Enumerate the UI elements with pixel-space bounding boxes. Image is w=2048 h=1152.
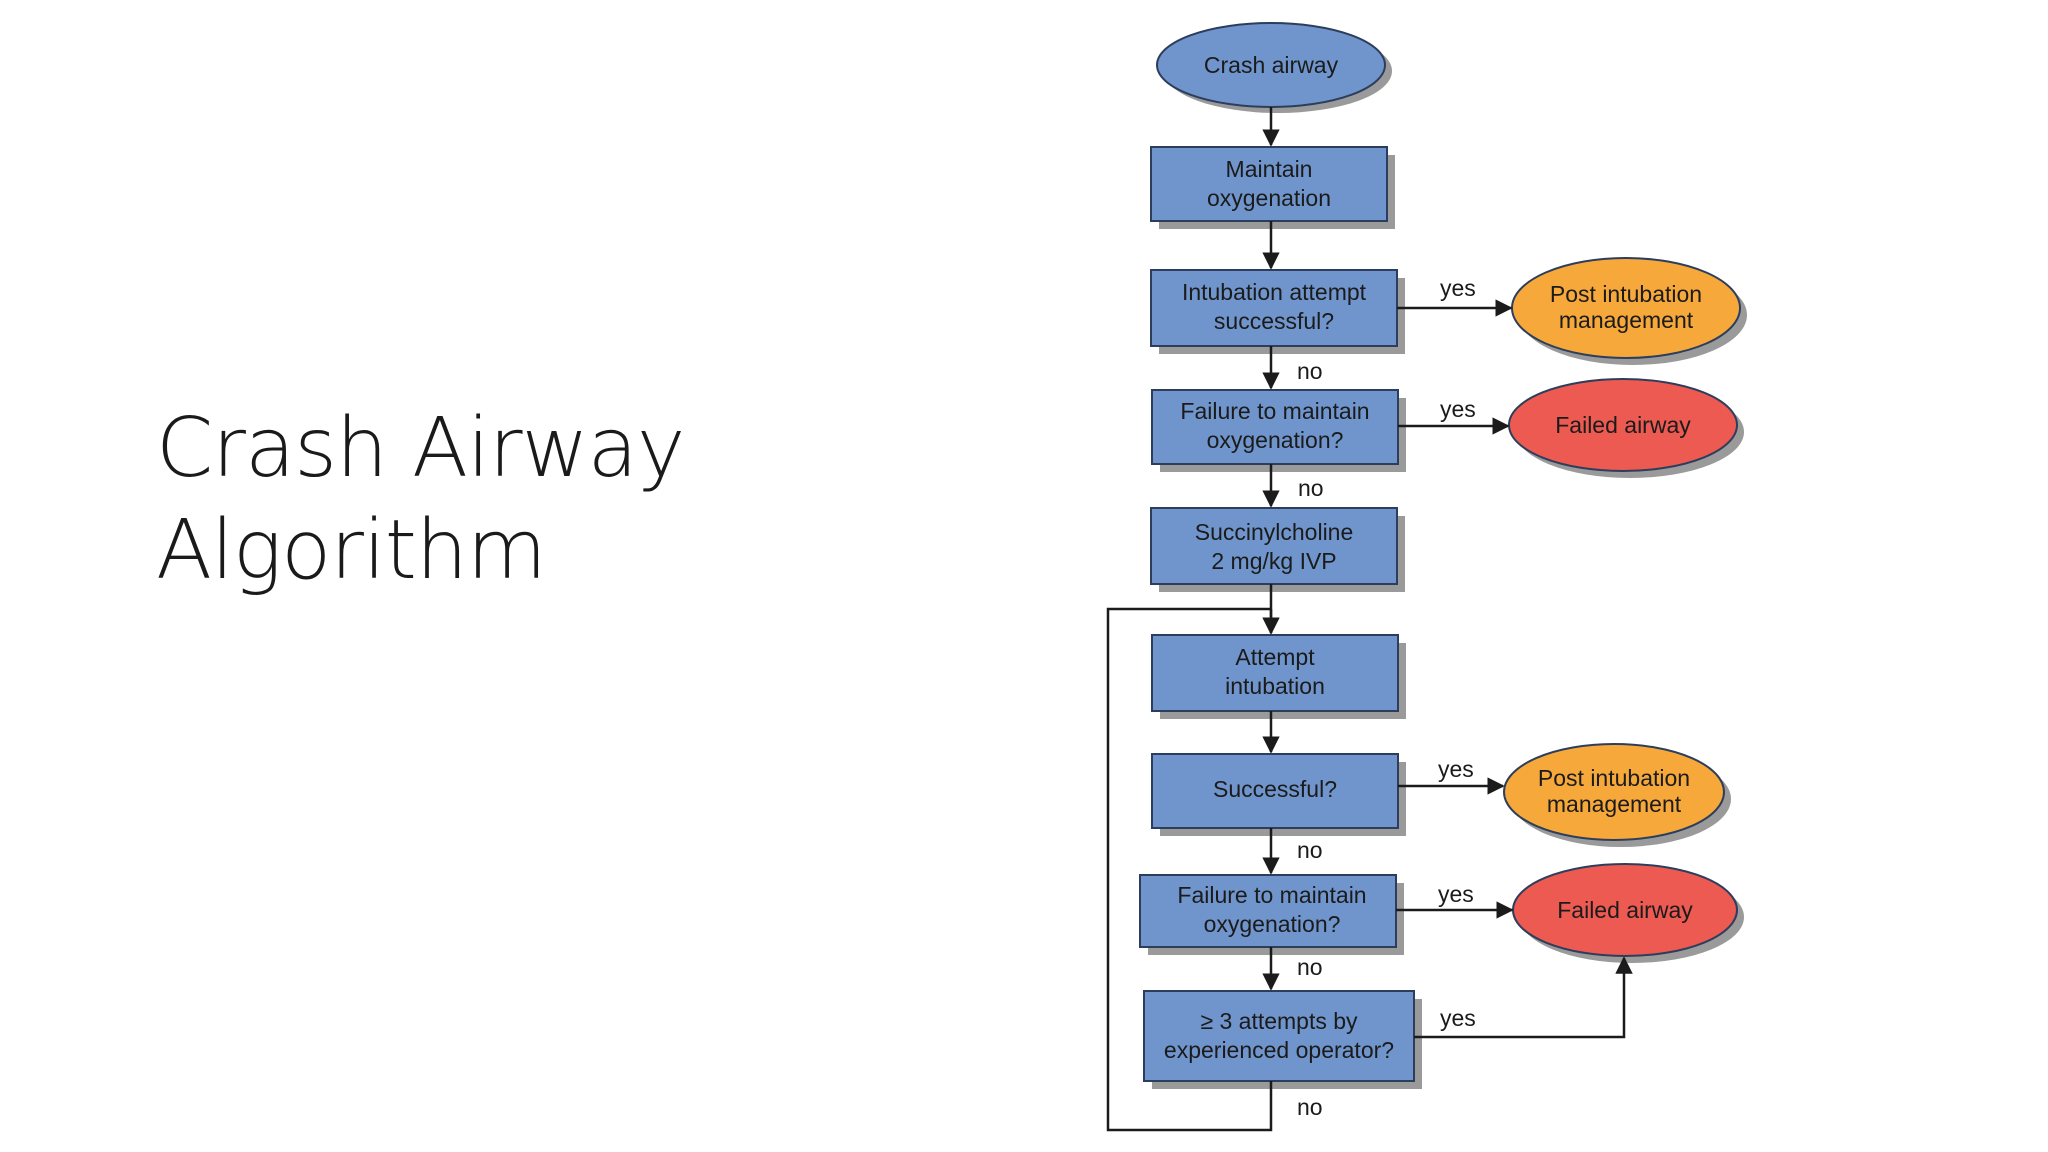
outcome-post-intubation-management-1: Post intubation management — [1511, 257, 1747, 365]
outcome-label: Failed airway — [1557, 897, 1693, 923]
line-yes-attempts — [1414, 960, 1626, 1039]
step-label-line2: oxygenation? — [1204, 911, 1341, 937]
step-intubation-attempt-successful: Intubation attempt successful? — [1150, 269, 1405, 354]
start-node-label: Crash airway — [1204, 52, 1339, 78]
step-label-line2: intubation — [1225, 673, 1325, 699]
step-successful: Successful? — [1151, 753, 1406, 836]
label-no: no — [1297, 358, 1323, 384]
step-failure-to-maintain-oxygenation-1: Failure to maintain oxygenation? — [1151, 389, 1406, 472]
step-failure-to-maintain-oxygenation-2: Failure to maintain oxygenation? — [1139, 874, 1404, 955]
step-label-line2: oxygenation — [1207, 185, 1331, 211]
step-label-line1: ≥ 3 attempts by — [1200, 1008, 1358, 1034]
step-label-line1: Intubation attempt — [1182, 279, 1367, 305]
step-label-line2: successful? — [1214, 308, 1334, 334]
slide-title: Crash Airway Algorithm — [156, 398, 796, 602]
label-yes: yes — [1438, 881, 1474, 907]
loop-back-line — [1106, 607, 1273, 1132]
slide-title-line2: Algorithm — [156, 503, 547, 598]
outcome-failed-airway-1: Failed airway — [1508, 378, 1744, 478]
step-succinylcholine: Succinylcholine 2 mg/kg IVP — [1150, 507, 1405, 592]
step-label-line1: Attempt — [1235, 644, 1315, 670]
label-yes: yes — [1440, 1005, 1476, 1031]
label-yes: yes — [1438, 756, 1474, 782]
vertical-connectors — [1106, 107, 1280, 1132]
label-yes: yes — [1440, 396, 1476, 422]
step-three-attempts-experienced-operator: ≥ 3 attempts by experienced operator? — [1143, 990, 1422, 1089]
label-no: no — [1298, 475, 1324, 501]
label-no: no — [1297, 837, 1323, 863]
slide-title-line1: Crash Airway — [156, 401, 685, 496]
step-attempt-intubation: Attempt intubation — [1151, 634, 1406, 719]
label-no: no — [1297, 1094, 1323, 1120]
start-node-crash-airway: Crash airway — [1156, 22, 1392, 113]
outcome-label-line1: Post intubation — [1538, 765, 1690, 791]
outcome-post-intubation-management-2: Post intubation management — [1503, 743, 1731, 847]
outcome-failed-airway-2: Failed airway — [1512, 863, 1744, 963]
step-label-line2: 2 mg/kg IVP — [1211, 548, 1336, 574]
outcome-label-line1: Post intubation — [1550, 281, 1702, 307]
outcome-label-line2: management — [1559, 307, 1694, 333]
step-label-line1: Failure to maintain — [1180, 398, 1369, 424]
label-yes: yes — [1440, 275, 1476, 301]
outcome-label-line2: management — [1547, 791, 1682, 817]
step-maintain-oxygenation: Maintain oxygenation — [1150, 146, 1395, 229]
step-label: Successful? — [1213, 776, 1337, 802]
step-label-line1: Maintain — [1226, 156, 1313, 182]
step-label-line2: oxygenation? — [1207, 427, 1344, 453]
step-label-line1: Succinylcholine — [1195, 519, 1354, 545]
label-no: no — [1297, 954, 1323, 980]
branch-labels: yes yes yes yes yes no no no no no — [1297, 275, 1476, 1120]
step-label-line1: Failure to maintain — [1177, 882, 1366, 908]
outcome-label: Failed airway — [1555, 412, 1691, 438]
yes-connectors — [1396, 299, 1633, 1039]
step-label-line2: experienced operator? — [1164, 1037, 1394, 1063]
